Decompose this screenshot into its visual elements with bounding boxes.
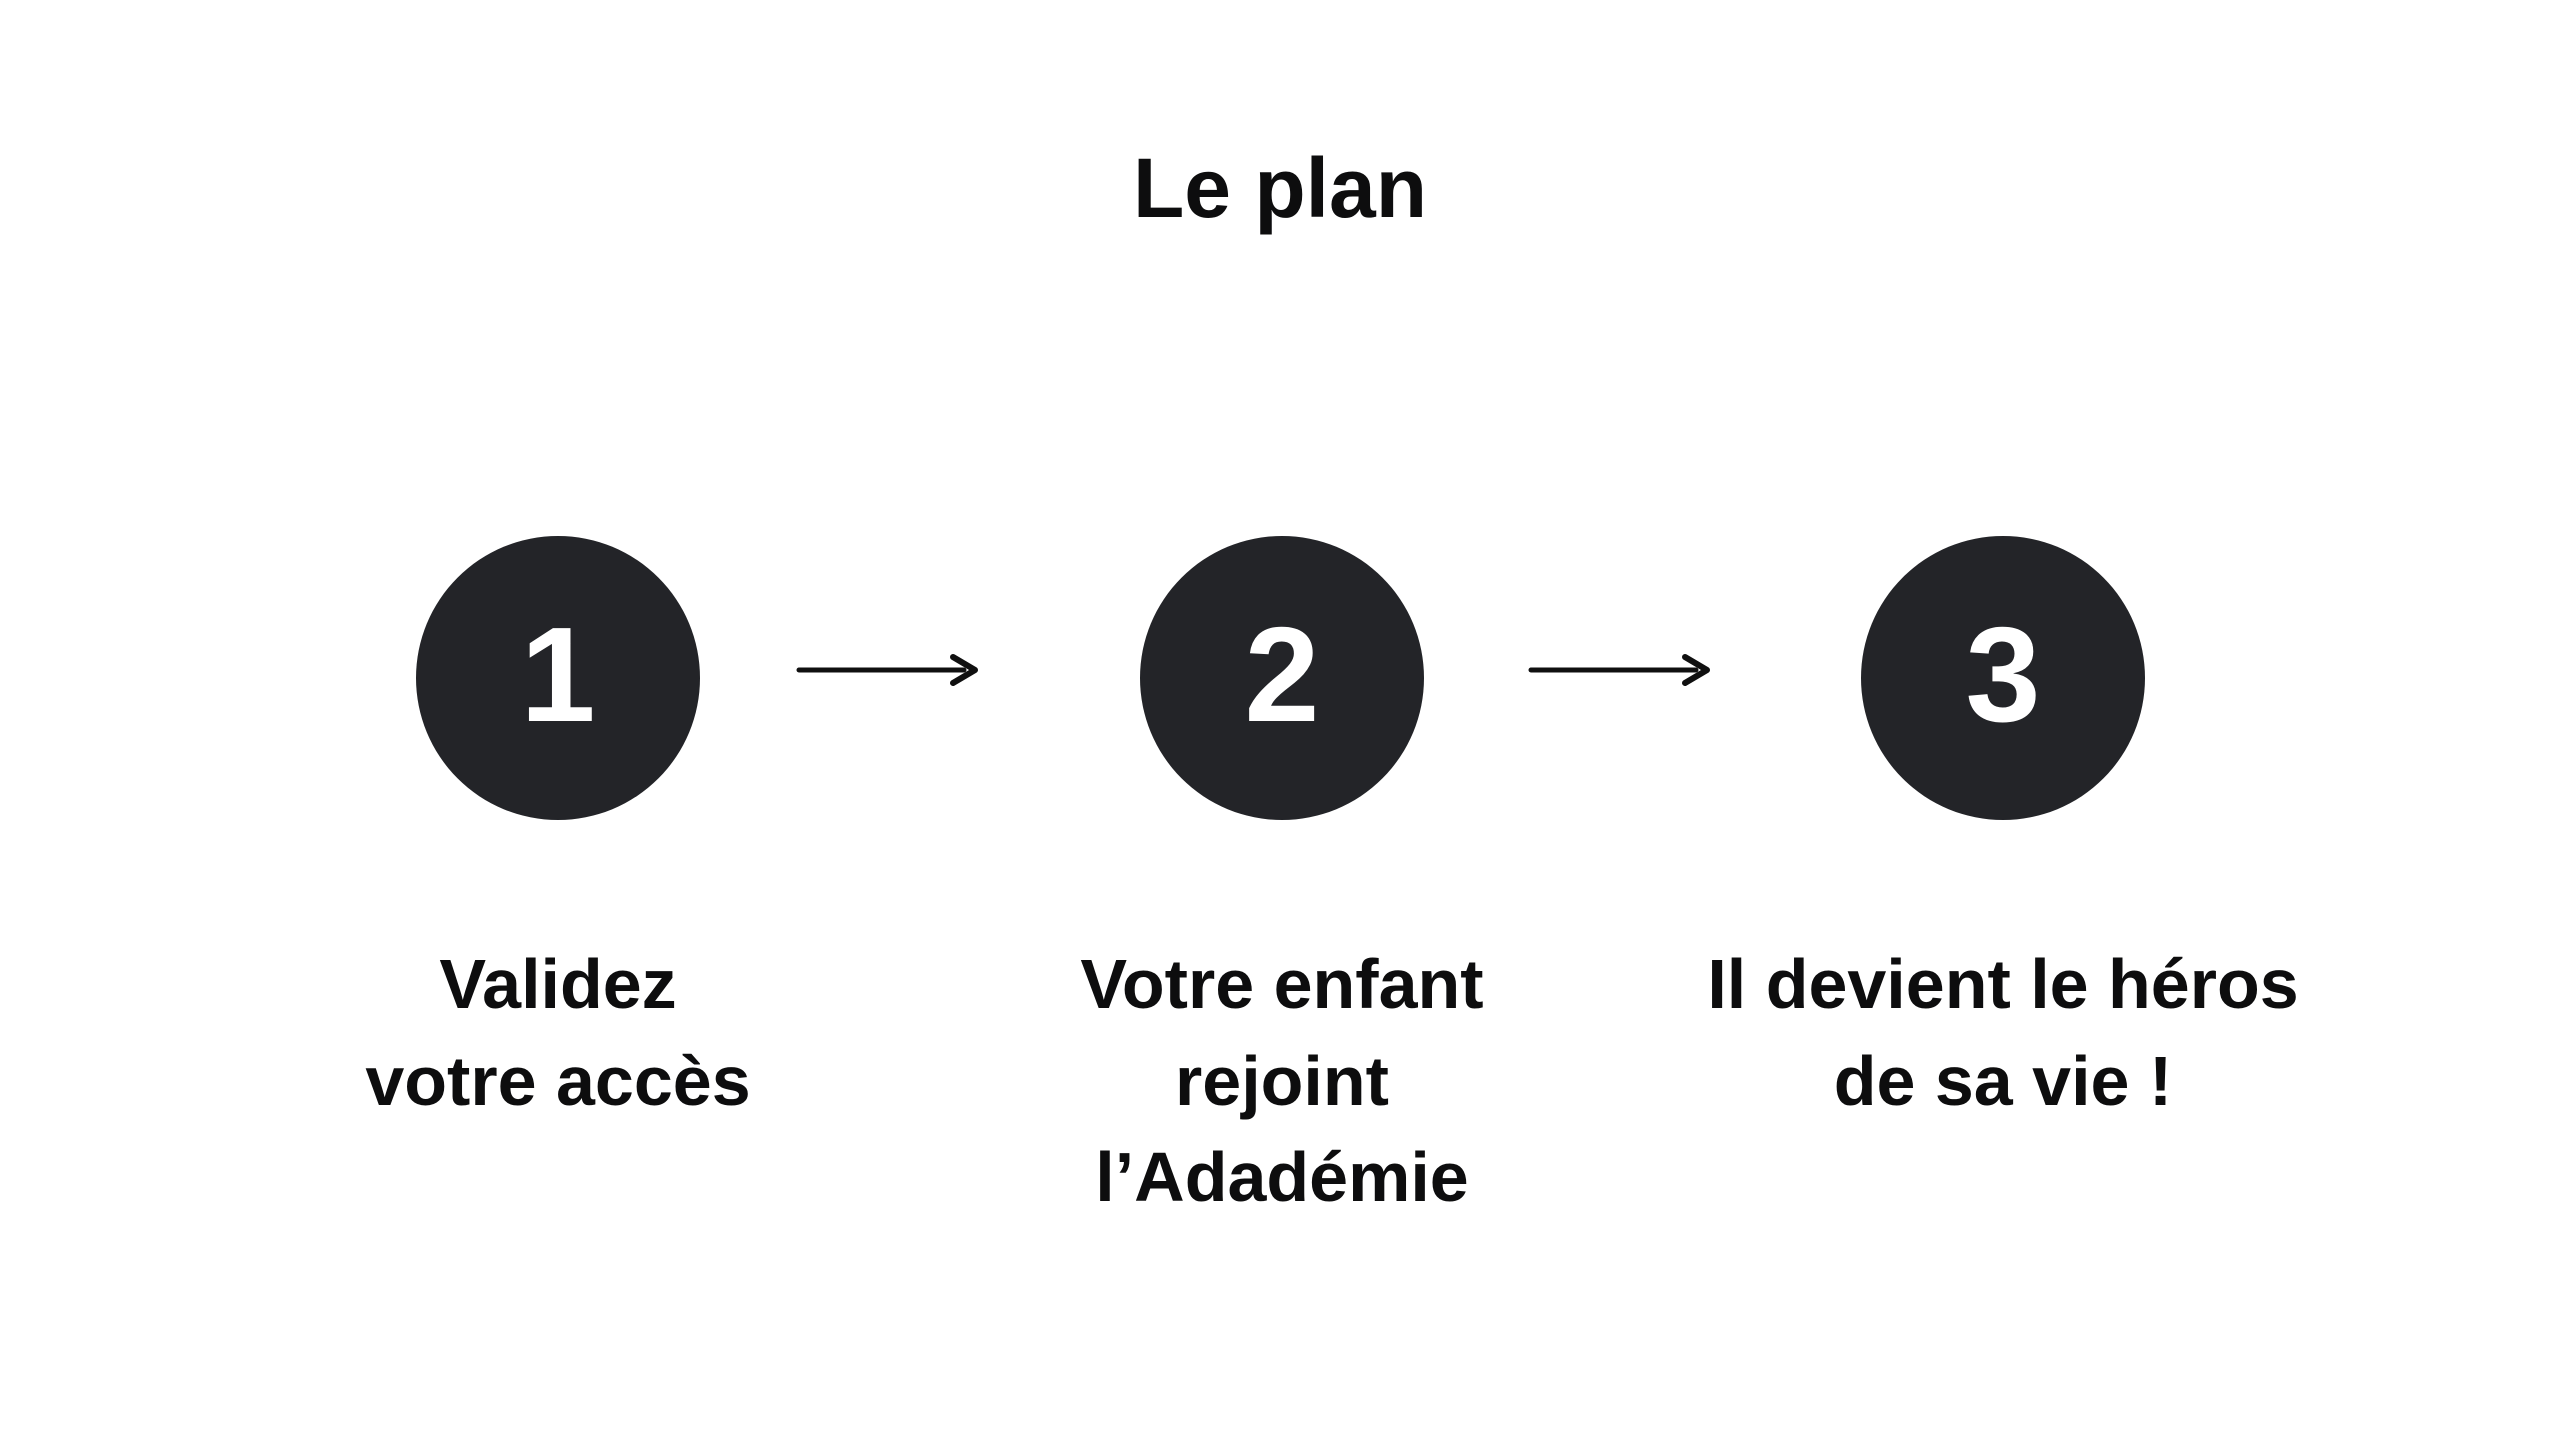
- step-2-number: 2: [1244, 598, 1320, 750]
- step-3-circle: 3: [1861, 536, 2145, 820]
- right-arrow-icon: [796, 654, 978, 686]
- step-2-caption: Votre enfant rejoint l’Adadémie: [1080, 945, 1484, 1217]
- step-3-caption: Il devient le héros de sa vie !: [1707, 945, 2299, 1120]
- step-1-caption: Validez votre accès: [365, 945, 751, 1120]
- step-1-number: 1: [520, 598, 596, 750]
- step-3-number: 3: [1965, 598, 2041, 750]
- step-2-circle: 2: [1140, 536, 1424, 820]
- step-1-circle: 1: [416, 536, 700, 820]
- slide-title: Le plan: [1132, 141, 1428, 235]
- right-arrow-icon: [1528, 654, 1710, 686]
